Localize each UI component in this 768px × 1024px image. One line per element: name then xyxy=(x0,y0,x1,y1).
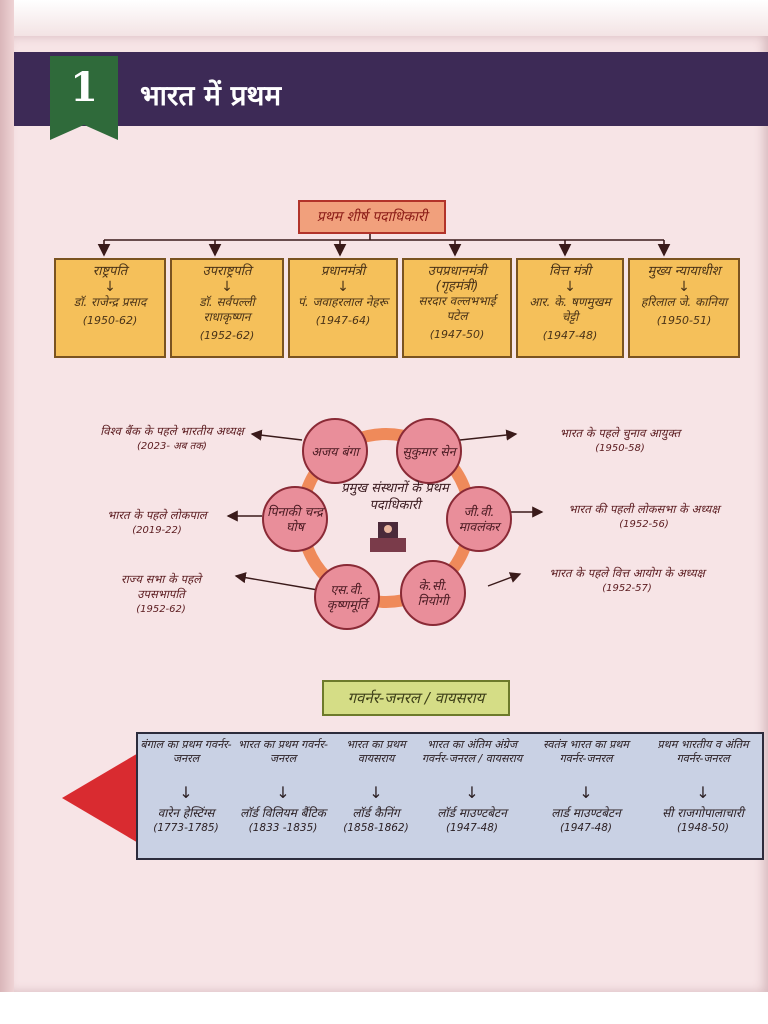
note-text: भारत के पहले वित्त आयोग के अध्यक्ष xyxy=(549,566,705,580)
gov-item-bentinck: भारत का प्रथम गवर्नर-जनरल ↓ लॉर्ड विलियम… xyxy=(234,738,332,835)
card-role: मुख्य न्यायाधीश xyxy=(647,264,721,279)
page-edge xyxy=(0,0,14,1024)
gov-name: लॉर्ड माउण्टबेटन xyxy=(437,806,507,820)
note-years: (1952-57) xyxy=(602,583,652,594)
down-arrow-icon: ↓ xyxy=(276,783,290,802)
note-years: (2019-22) xyxy=(132,525,182,536)
card-role: उपप्रधानमंत्री (गृहमंत्री) xyxy=(427,264,487,294)
card-years: (1952-62) xyxy=(199,329,255,342)
gov-years: (1947-48) xyxy=(559,822,613,834)
card-name: सरदार वल्लभभाई पटेल xyxy=(418,294,496,323)
card-name: आर. के. षणमुखम चेट्टी xyxy=(529,295,611,324)
gov-years: (1773-1785) xyxy=(153,822,219,834)
down-arrow-icon: ↓ xyxy=(678,279,690,295)
note-text: भारत के पहले चुनाव आयुक्त xyxy=(559,426,681,440)
gov-years: (1833 -1835) xyxy=(248,822,318,834)
circle-ajay-banga: अजय बंगा xyxy=(302,418,368,484)
down-arrow-icon: ↓ xyxy=(221,279,233,295)
official-card-deputy-pm: उपप्रधानमंत्री (गृहमंत्री) सरदार वल्लभभा… xyxy=(402,258,512,358)
card-role: उपराष्ट्रपति xyxy=(202,264,252,279)
note-text: भारत के पहले लोकपाल xyxy=(107,508,207,522)
gov-years: (1948-50) xyxy=(676,822,730,834)
pencil-tip xyxy=(62,752,140,844)
official-card-chief-justice: मुख्य न्यायाधीश ↓ हरिलाल जे. कानिया (195… xyxy=(628,258,740,358)
gov-name: वारेन हेस्टिंग्स xyxy=(157,806,215,820)
note-years: (1950-58) xyxy=(595,443,645,454)
down-arrow-icon: ↓ xyxy=(465,783,479,802)
card-name: डॉ. सर्वपल्ली राधाकृष्णन xyxy=(199,295,255,324)
gov-office: बंगाल का प्रथम गवर्नर-जनरल xyxy=(140,738,232,765)
gov-name: सी राजगोपालाचारी xyxy=(662,806,744,820)
gov-name: लार्ड माउण्टबेटन xyxy=(551,806,621,820)
institutions-center-label: प्रमुख संस्थानों के प्रथम पदाधिकारी xyxy=(341,481,449,513)
note-years: (2023- अब तक) xyxy=(137,441,207,452)
card-role: राष्ट्रपति xyxy=(92,264,128,279)
podium-icon xyxy=(370,522,406,552)
down-arrow-icon: ↓ xyxy=(369,783,383,802)
note-text: विश्व बैंक के पहले भारतीय अध्यक्ष xyxy=(100,424,244,438)
card-years: (1950-62) xyxy=(82,314,138,327)
note-finance: भारत के पहले वित्त आयोग के अध्यक्ष (1952… xyxy=(522,566,732,596)
down-arrow-icon: ↓ xyxy=(564,279,576,295)
chapter-title: भारत में प्रथम xyxy=(140,79,282,112)
card-years: (1947-64) xyxy=(315,314,371,327)
down-arrow-icon: ↓ xyxy=(104,279,116,295)
gov-item-mountbatten-last: भारत का अंतिम अंग्रेज गवर्नर-जनरल / वायस… xyxy=(420,738,524,835)
gov-office: भारत का अंतिम अंग्रेज गवर्नर-जनरल / वायस… xyxy=(421,738,523,765)
gov-years: (1947-48) xyxy=(445,822,499,834)
official-card-president: राष्ट्रपति ↓ डॉ. राजेन्द्र प्रसाद (1950-… xyxy=(54,258,166,358)
bottom-strip xyxy=(0,992,768,1024)
circle-pinaki-ghosh: पिनाकी चन्द्र घोष xyxy=(262,486,328,552)
note-years: (1952-56) xyxy=(619,519,669,530)
note-lokpal: भारत के पहले लोकपाल (2019-22) xyxy=(92,508,222,538)
chapter-header-band xyxy=(14,52,768,126)
top-strip xyxy=(0,0,768,36)
gov-office: भारत का प्रथम वायसराय xyxy=(346,738,406,765)
official-card-finance-minister: वित्त मंत्री ↓ आर. के. षणमुखम चेट्टी (19… xyxy=(516,258,624,358)
circle-mavalankar: जी.वी. मावलंकर xyxy=(446,486,512,552)
card-years: (1947-48) xyxy=(542,329,598,342)
pencil-body xyxy=(136,732,764,860)
official-card-prime-minister: प्रधानमंत्री ↓ पं. जवाहरलाल नेहरू (1947-… xyxy=(288,258,398,358)
circle-krishnamurti: एस.वी. कृष्णमूर्ति xyxy=(314,564,380,630)
card-name: पं. जवाहरलाल नेहरू xyxy=(298,295,388,309)
card-years: (1950-51) xyxy=(656,314,712,327)
gov-item-mountbatten-independent: स्वतंत्र भारत का प्रथम गवर्नर-जनरल ↓ लार… xyxy=(528,738,644,835)
official-card-vice-president: उपराष्ट्रपति ↓ डॉ. सर्वपल्ली राधाकृष्णन … xyxy=(170,258,284,358)
note-text: राज्य सभा के पहले उपसभापति xyxy=(120,572,201,601)
down-arrow-icon: ↓ xyxy=(337,279,349,295)
card-years: (1947-50) xyxy=(429,328,485,341)
gov-years: (1858-1862) xyxy=(343,822,409,834)
note-rajyasabha: राज्य सभा के पहले उपसभापति (1952-62) xyxy=(96,572,226,617)
gov-office: प्रथम भारतीय व अंतिम गवर्नर-जनरल xyxy=(657,738,749,765)
card-role: वित्त मंत्री xyxy=(548,264,592,279)
gov-office: भारत का प्रथम गवर्नर-जनरल xyxy=(238,738,328,765)
top-officials-header: प्रथम शीर्ष पदाधिकारी xyxy=(298,200,446,234)
card-name: डॉ. राजेन्द्र प्रसाद xyxy=(73,295,147,309)
gov-item-rajagopalachari: प्रथम भारतीय व अंतिम गवर्नर-जनरल ↓ सी रा… xyxy=(646,738,760,835)
circle-sukumar-sen: सुकुमार सेन xyxy=(396,418,462,484)
note-years: (1952-62) xyxy=(136,604,186,615)
note-world-bank: विश्व बैंक के पहले भारतीय अध्यक्ष (2023-… xyxy=(92,424,252,454)
gov-item-canning: भारत का प्रथम वायसराय ↓ लॉर्ड कैनिंग (18… xyxy=(334,738,418,835)
circle-neogi: के.सी. नियोगी xyxy=(400,560,466,626)
down-arrow-icon: ↓ xyxy=(696,783,710,802)
card-role: प्रधानमंत्री xyxy=(320,264,366,279)
note-loksabha: भारत की पहली लोकसभा के अध्यक्ष (1952-56) xyxy=(546,502,742,532)
down-arrow-icon: ↓ xyxy=(579,783,593,802)
chapter-number: 1 xyxy=(70,64,98,111)
gov-item-hastings: बंगाल का प्रथम गवर्नर-जनरल ↓ वारेन हेस्ट… xyxy=(140,738,232,835)
governor-general-header: गवर्नर-जनरल / वायसराय xyxy=(322,680,510,716)
gov-name: लॉर्ड विलियम बैंटिक xyxy=(240,806,326,820)
card-name: हरिलाल जे. कानिया xyxy=(640,295,728,309)
note-election: भारत के पहले चुनाव आयुक्त (1950-58) xyxy=(520,426,720,456)
gov-name: लॉर्ड कैनिंग xyxy=(352,806,400,820)
note-text: भारत की पहली लोकसभा के अध्यक्ष xyxy=(568,502,720,516)
down-arrow-icon: ↓ xyxy=(179,783,193,802)
gov-office: स्वतंत्र भारत का प्रथम गवर्नर-जनरल xyxy=(543,738,629,765)
